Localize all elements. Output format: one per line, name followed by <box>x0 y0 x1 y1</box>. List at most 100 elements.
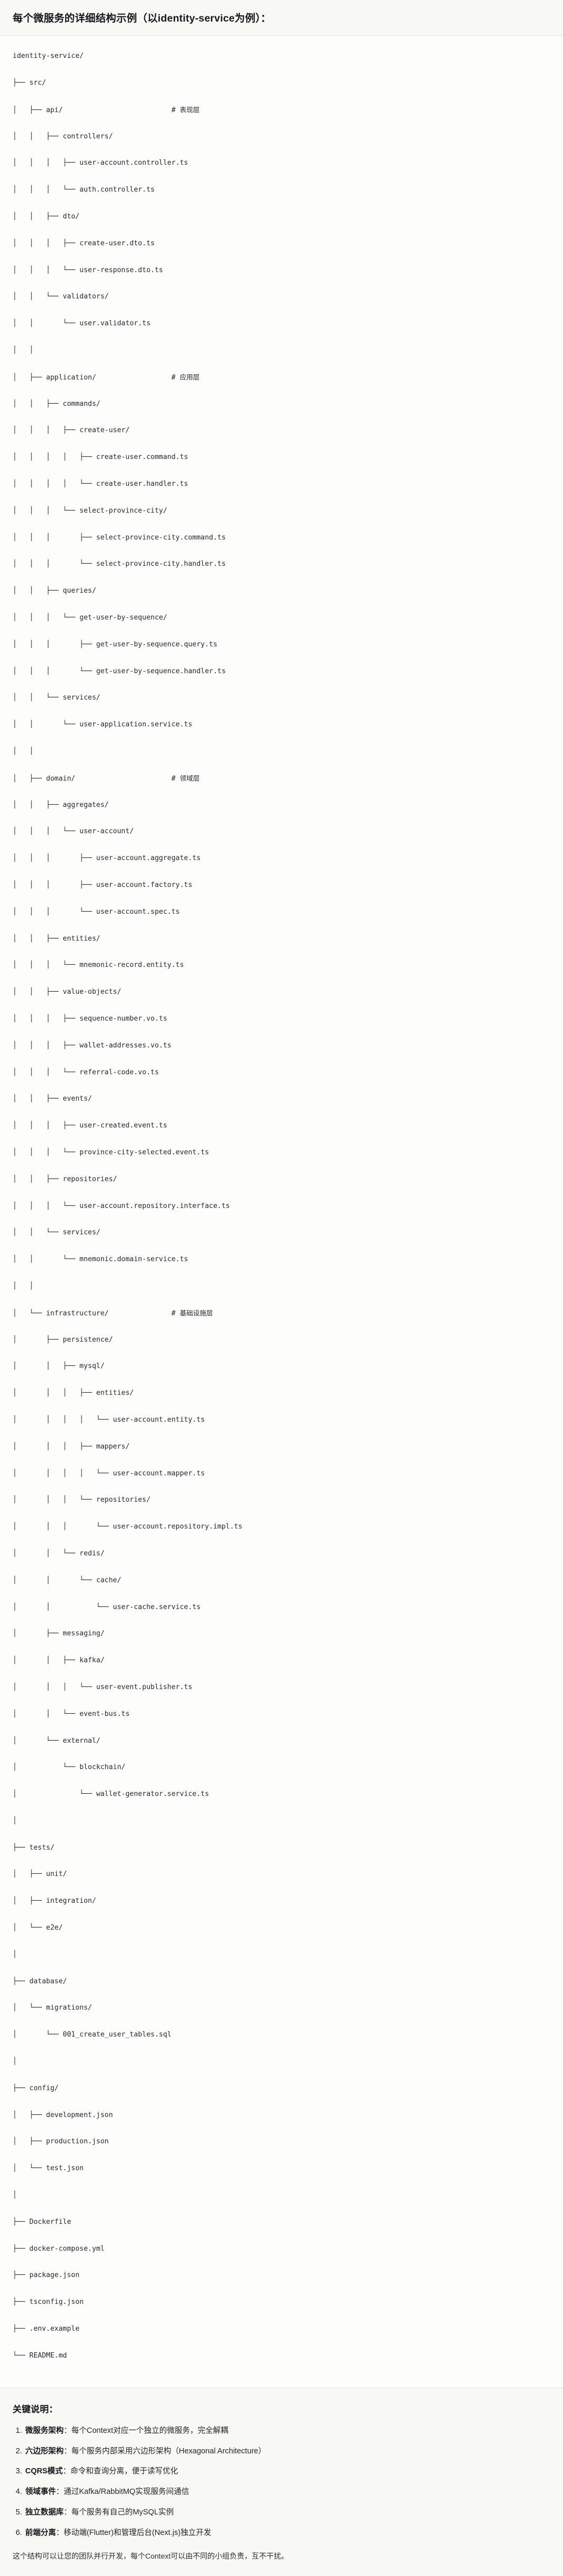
tree-layer-comment-label: 领域层 <box>179 774 200 782</box>
tree-row: │ ├── persistence/ <box>13 1335 113 1344</box>
key-note-item: 六边形架构：每个服务内部采用六边形架构（Hexagonal Architectu… <box>24 2446 550 2458</box>
key-note-separator: ： <box>63 2467 71 2476</box>
tree-row: │ │ │ └── user-event.publisher.ts <box>13 1683 193 1691</box>
tree-row: │ └── external/ <box>13 1736 100 1745</box>
tree-row: │ │ ├── mysql/ <box>13 1362 105 1371</box>
key-note-description: 移动端(Flutter)和管理后台(Next.js)独立开发 <box>64 2529 212 2538</box>
tree-row: │ │ ├── aggregates/ <box>13 801 109 809</box>
tree-row: │ │ ├── repositories/ <box>13 1175 117 1183</box>
tree-row: │ │ <box>13 1282 34 1290</box>
tree-row: ├── Dockerfile <box>13 2218 72 2226</box>
tree-row: │ │ │ └── referral-code.vo.ts <box>13 1068 159 1076</box>
key-note-term: CQRS模式 <box>25 2467 63 2476</box>
tree-row: │ │ │ └── user-response.dto.ts <box>13 266 163 274</box>
tree-row: │ │ │ │ ├── create-user.command.ts <box>13 453 188 462</box>
tree-row: ├── tsconfig.json <box>13 2298 84 2307</box>
key-note-term: 领域事件 <box>25 2488 56 2497</box>
tree-row: │ │ │ └── select-province-city/ <box>13 506 167 515</box>
tree-row: │ │ │ └── repositories/ <box>13 1496 151 1504</box>
tree-row: ├── src/ <box>13 79 46 87</box>
tree-layer-comment-label: 表现层 <box>179 105 200 114</box>
tree-row: │ └── 001_create_user_tables.sql <box>13 2031 172 2039</box>
tree-row: │ │ │ └── user-account.spec.ts <box>13 907 180 916</box>
tree-row: │ <box>13 2058 17 2066</box>
key-note-description: 命令和查询分离，便于读写优化 <box>70 2467 178 2476</box>
tree-row: │ │ └── services/ <box>13 694 100 702</box>
key-note-term: 微服务架构 <box>25 2426 64 2435</box>
tree-row: │ │ ├── controllers/ <box>13 132 113 141</box>
tree-row: │ ├── unit/ <box>13 1870 67 1879</box>
tree-row: ├── docker-compose.yml <box>13 2244 105 2253</box>
key-note-separator: ： <box>56 2488 64 2497</box>
tree-layer-comment: # 基础设施层 <box>171 1309 213 1317</box>
tree-row: ├── database/ <box>13 1977 67 1985</box>
document-header: 每个微服务的详细结构示例（以identity-service为例）： <box>0 0 563 36</box>
tree-row: │ └── wallet-generator.service.ts <box>13 1790 209 1799</box>
tree-layer-comment-label: 应用层 <box>179 373 200 381</box>
tree-row: │ │ └── user-application.service.ts <box>13 721 193 729</box>
tree-row: │ │ ├── events/ <box>13 1095 92 1103</box>
tree-row: │ │ │ ├── user-account.aggregate.ts <box>13 854 201 863</box>
key-note-separator: ： <box>63 2426 72 2435</box>
tree-row: │ │ │ ├── entities/ <box>13 1389 134 1397</box>
key-note-separator: ： <box>56 2529 64 2538</box>
key-note-item: 微服务架构：每个Context对应一个独立的微服务，完全解耦 <box>24 2425 550 2437</box>
tree-row: │ <box>13 1950 17 1959</box>
tree-row: │ │ <box>13 346 34 355</box>
tree-row: │ │ └── user-cache.service.ts <box>13 1603 201 1611</box>
key-note-item: 领域事件：通过Kafka/RabbitMQ实现服务间通信 <box>24 2487 550 2498</box>
tree-row: │ ├── development.json <box>13 2111 113 2119</box>
tree-row: │ │ └── event-bus.ts <box>13 1710 130 1718</box>
tree-layer-comment: # 领域层 <box>171 774 200 783</box>
tree-row: │ └── test.json <box>13 2164 84 2173</box>
directory-tree-block: identity-service/ ├── src/ │ ├── api/ # … <box>0 36 563 2388</box>
tree-row: │ │ ├── kafka/ <box>13 1656 105 1665</box>
tree-row: │ └── e2e/ <box>13 1924 63 1932</box>
key-note-separator: ： <box>63 2508 72 2517</box>
tree-row: │ └── blockchain/ <box>13 1763 126 1772</box>
tree-row: │ ├── messaging/ <box>13 1630 105 1638</box>
tree-row: │ └── infrastructure/ # 基础设施层 <box>13 1309 213 1317</box>
tree-row: identity-service/ <box>13 52 84 61</box>
tree-row: │ │ ├── queries/ <box>13 587 96 595</box>
tree-row: │ │ │ │ └── create-user.handler.ts <box>13 480 188 488</box>
tree-row: ├── package.json <box>13 2271 80 2280</box>
tree-row: │ │ └── cache/ <box>13 1576 122 1584</box>
tree-row: │ │ └── validators/ <box>13 293 109 301</box>
tree-row: │ │ │ └── get-user-by-sequence.handler.t… <box>13 667 226 675</box>
tree-layer-comment: # 应用层 <box>171 373 200 382</box>
tree-row: │ │ │ ├── sequence-number.vo.ts <box>13 1014 167 1023</box>
tree-row: │ │ │ ├── create-user/ <box>13 426 130 435</box>
tree-row: │ ├── application/ # 应用层 <box>13 373 200 382</box>
tree-row: │ │ │ ├── wallet-addresses.vo.ts <box>13 1041 172 1050</box>
tree-row: │ │ ├── commands/ <box>13 400 100 408</box>
key-note-description: 每个Context对应一个独立的微服务，完全解耦 <box>71 2426 228 2435</box>
tree-row: │ └── migrations/ <box>13 2004 92 2012</box>
tree-row: │ │ │ └── user-account.repository.interf… <box>13 1202 230 1210</box>
key-note-item: CQRS模式：命令和查询分离，便于读写优化 <box>24 2466 550 2478</box>
key-note-term: 前端分离 <box>25 2529 56 2538</box>
tree-row: │ │ │ └── province-city-selected.event.t… <box>13 1148 209 1156</box>
tree-row: │ │ │ │ └── user-account.mapper.ts <box>13 1469 205 1477</box>
tree-layer-comment-label: 基础设施层 <box>179 1309 213 1317</box>
key-note-item: 前端分离：移动端(Flutter)和管理后台(Next.js)独立开发 <box>24 2528 550 2539</box>
tree-row: │ │ │ └── user-account/ <box>13 827 134 836</box>
tree-row: │ │ ├── entities/ <box>13 934 100 943</box>
tree-row: │ │ │ └── select-province-city.handler.t… <box>13 560 226 568</box>
tree-row: │ │ │ └── mnemonic-record.entity.ts <box>13 961 184 970</box>
tree-row: │ │ └── mnemonic.domain-service.ts <box>13 1255 188 1264</box>
tree-row: │ │ ├── dto/ <box>13 213 80 221</box>
key-note-description: 每个服务有自己的MySQL实例 <box>71 2508 174 2517</box>
tree-row: ├── tests/ <box>13 1843 55 1852</box>
key-note-item: 独立数据库：每个服务有自己的MySQL实例 <box>24 2507 550 2519</box>
tree-row: │ │ │ └── get-user-by-sequence/ <box>13 614 167 622</box>
page-title: 每个微服务的详细结构示例（以identity-service为例）： <box>13 13 272 24</box>
tree-row: │ │ <box>13 747 34 756</box>
tree-row: │ │ └── redis/ <box>13 1549 105 1557</box>
tree-row: │ ├── integration/ <box>13 1897 96 1905</box>
tree-row: │ │ │ ├── user-account.controller.ts <box>13 159 188 167</box>
tree-row: │ <box>13 1816 17 1825</box>
tree-row: │ │ └── user.validator.ts <box>13 319 151 328</box>
tree-row: │ │ │ │ └── user-account.entity.ts <box>13 1415 205 1424</box>
key-notes-list: 微服务架构：每个Context对应一个独立的微服务，完全解耦六边形架构：每个服务… <box>13 2425 550 2539</box>
